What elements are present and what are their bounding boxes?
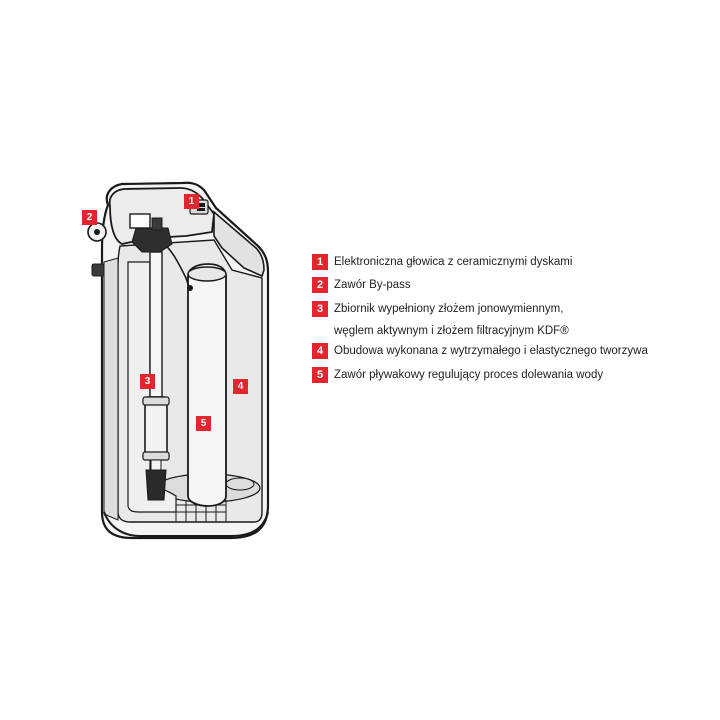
legend-badge-5: 5 <box>312 367 328 383</box>
side-connector <box>91 263 105 277</box>
legend-badge-2: 2 <box>312 277 328 293</box>
legend-line: Obudowa wykonana z wytrzymałego i elasty… <box>334 345 648 357</box>
distributor-cylinder <box>144 396 168 456</box>
valve-fitting <box>151 217 163 231</box>
valve-fitting <box>129 213 151 229</box>
legend-line: Zawór By-pass <box>334 279 411 291</box>
legend-badge-1: 1 <box>312 254 328 270</box>
legend-item-5: 5 Zawór pływakowy regulujący proces dole… <box>312 367 603 386</box>
legend-badge-3: 3 <box>312 301 328 317</box>
column-top <box>187 266 227 282</box>
distributor-band <box>142 396 170 406</box>
legend-item-1: 1 Elektroniczna głowica z ceramicznymi d… <box>312 254 572 273</box>
legend-item-3: 3 Zbiornik wypełniony złożem jonowymienn… <box>312 301 569 342</box>
legend-line: Zawór pływakowy regulujący proces dolewa… <box>334 369 604 381</box>
control-button <box>197 208 205 211</box>
legend-text-2: Zawór By-pass <box>334 274 411 296</box>
legend-text-3: Zbiornik wypełniony złożem jonowymiennym… <box>334 298 569 342</box>
hose-clip <box>187 285 193 291</box>
marker-2: 2 <box>82 210 97 225</box>
legend-text-1: Elektroniczna głowica z ceramicznymi dys… <box>334 251 572 273</box>
legend-item-4: 4 Obudowa wykonana z wytrzymałego i elas… <box>312 343 648 362</box>
legend-line: Elektroniczna głowica z ceramicznymi dys… <box>334 256 573 268</box>
legend-line: węglem aktywnym i złożem filtracyjnym KD… <box>334 325 569 337</box>
control-button <box>197 203 205 207</box>
legend-badge-4: 4 <box>312 343 328 359</box>
strainer-neck <box>150 459 162 471</box>
bypass-valve-center <box>94 229 100 235</box>
valve-mechanism <box>131 227 173 253</box>
legend-text-5: Zawór pływakowy regulujący proces dolewa… <box>334 364 603 386</box>
inner-wall <box>103 257 119 521</box>
legend-line: Zbiornik wypełniony złożem jonowymiennym… <box>334 303 564 315</box>
marker-1: 1 <box>184 194 199 209</box>
marker-3: 3 <box>140 374 155 389</box>
distributor-band <box>142 451 170 461</box>
bottom-strainer <box>145 469 167 501</box>
marker-5: 5 <box>196 416 211 431</box>
legend-text-4: Obudowa wykonana z wytrzymałego i elasty… <box>334 340 648 362</box>
legend-item-2: 2 Zawór By-pass <box>312 277 411 296</box>
head-side-panel <box>213 210 265 278</box>
float-valve-column <box>187 263 227 507</box>
housing-base <box>103 511 269 537</box>
marker-4: 4 <box>233 379 248 394</box>
